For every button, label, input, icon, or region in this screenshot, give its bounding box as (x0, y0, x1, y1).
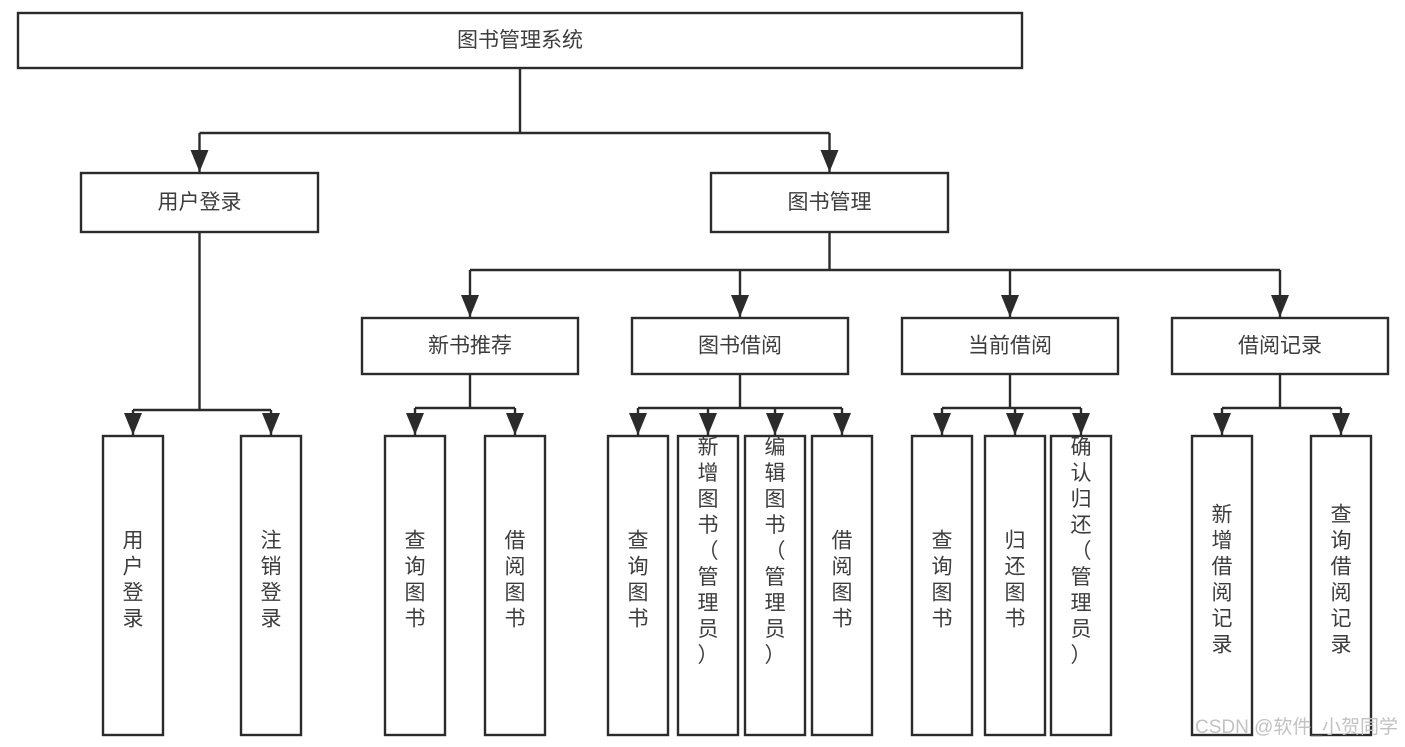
node-leaf-query-record-box[interactable] (1309, 434, 1373, 737)
node-leaf-borrow-book-2[interactable]: 借阅图书 (810, 434, 874, 737)
node-leaf-query-record-label: 查询借阅记录 (1331, 504, 1352, 657)
node-leaf-add-book[interactable]: 新增图书（管理员） (676, 434, 740, 737)
node-leaf-query-book-2[interactable]: 查询图书 (606, 434, 670, 737)
node-root-book-management-system-box[interactable] (16, 11, 1024, 70)
node-leaf-query-book-1-box[interactable] (383, 434, 447, 737)
node-leaf-query-book-3[interactable]: 查询图书 (910, 434, 974, 737)
node-leaf-add-record-label: 新增借阅记录 (1212, 504, 1233, 657)
node-leaf-add-book-box[interactable] (676, 434, 740, 737)
node-leaf-add-book-label: 新增图书（管理员） (698, 436, 719, 667)
node-leaf-confirm-return-label: 确认归还（管理员） (1071, 436, 1092, 667)
node-root-book-management-system[interactable]: 图书管理系统 (16, 11, 1024, 70)
node-root-book-management-system-label: 图书管理系统 (457, 29, 583, 52)
borrow-record-to-leaves-arrowhead-1 (1332, 413, 1350, 435)
node-leaf-return-book[interactable]: 归还图书 (983, 434, 1047, 737)
node-leaf-query-record[interactable]: 查询借阅记录 (1309, 434, 1373, 737)
node-book-borrow-label: 图书借阅 (698, 335, 782, 358)
borrow-record-to-leaves-arrowhead-0 (1213, 413, 1231, 435)
node-current-borrow[interactable]: 当前借阅 (900, 316, 1120, 376)
node-new-book-recommend[interactable]: 新书推荐 (360, 316, 580, 376)
node-boxes-layer: 图书管理系统用户登录图书管理新书推荐图书借阅当前借阅借阅记录用户登录注销登录查询… (16, 11, 1390, 737)
csdn-watermark: CSDN @软件_小贺同学 (1195, 716, 1398, 738)
current-borrow-to-leaves-arrowhead-0 (933, 413, 951, 435)
book-borrow-to-leaves-arrowhead-2 (766, 413, 784, 435)
node-leaf-return-book-box[interactable] (983, 434, 1047, 737)
root-to-level2-arrowhead-1 (820, 150, 839, 172)
node-user-login-box[interactable] (79, 171, 320, 234)
node-leaf-query-book-1[interactable]: 查询图书 (383, 434, 447, 737)
node-user-login[interactable]: 用户登录 (79, 171, 320, 234)
node-leaf-edit-book-label: 编辑图书（管理员） (765, 436, 786, 667)
node-borrow-record[interactable]: 借阅记录 (1170, 316, 1390, 376)
node-leaf-query-book-1-label: 查询图书 (405, 530, 426, 631)
userlogin-to-leaves-arrowhead-0 (124, 413, 142, 435)
node-leaf-add-record[interactable]: 新增借阅记录 (1190, 434, 1254, 737)
bookmgmt-to-level3-arrowhead-3 (1271, 295, 1289, 317)
node-leaf-edit-book-box[interactable] (743, 434, 807, 737)
node-leaf-edit-book[interactable]: 编辑图书（管理员） (743, 434, 807, 737)
node-leaf-query-book-3-box[interactable] (910, 434, 974, 737)
node-leaf-query-book-2-box[interactable] (606, 434, 670, 737)
node-current-borrow-label: 当前借阅 (968, 335, 1052, 358)
node-new-book-recommend-label: 新书推荐 (428, 335, 512, 358)
node-leaf-return-book-label: 归还图书 (1005, 530, 1026, 631)
node-leaf-query-book-3-label: 查询图书 (932, 530, 953, 631)
root-to-level2-arrowhead-0 (190, 150, 209, 172)
current-borrow-to-leaves-arrowhead-1 (1006, 413, 1024, 435)
node-borrow-record-box[interactable] (1170, 316, 1390, 376)
node-leaf-query-book-2-label: 查询图书 (628, 530, 649, 631)
connectors-layer (124, 68, 1350, 435)
node-leaf-borrow-book-1-box[interactable] (483, 434, 547, 737)
node-leaf-logout-label: 注销登录 (261, 530, 282, 631)
userlogin-to-leaves-arrowhead-1 (262, 413, 280, 435)
node-current-borrow-box[interactable] (900, 316, 1120, 376)
node-borrow-record-label: 借阅记录 (1238, 335, 1322, 358)
node-book-management-label: 图书管理 (788, 191, 872, 214)
node-leaf-borrow-book-1-label: 借阅图书 (505, 530, 526, 631)
current-borrow-to-leaves-arrowhead-2 (1072, 413, 1090, 435)
node-leaf-user-login-box[interactable] (101, 434, 165, 737)
node-user-login-label: 用户登录 (158, 191, 242, 214)
node-leaf-logout[interactable]: 注销登录 (239, 434, 303, 737)
node-leaf-add-record-box[interactable] (1190, 434, 1254, 737)
new-book-recommend-to-leaves-arrowhead-1 (506, 413, 524, 435)
book-borrow-to-leaves-arrowhead-1 (699, 413, 717, 435)
node-new-book-recommend-box[interactable] (360, 316, 580, 376)
node-leaf-confirm-return[interactable]: 确认归还（管理员） (1049, 434, 1113, 737)
node-book-management[interactable]: 图书管理 (709, 171, 950, 234)
node-book-management-box[interactable] (709, 171, 950, 234)
node-book-borrow-box[interactable] (630, 316, 850, 376)
node-leaf-borrow-book-2-label: 借阅图书 (832, 530, 853, 631)
node-book-borrow[interactable]: 图书借阅 (630, 316, 850, 376)
node-leaf-confirm-return-box[interactable] (1049, 434, 1113, 737)
book-borrow-to-leaves-arrowhead-3 (833, 413, 851, 435)
new-book-recommend-to-leaves-arrowhead-0 (406, 413, 424, 435)
book-borrow-to-leaves-arrowhead-0 (629, 413, 647, 435)
node-leaf-user-login[interactable]: 用户登录 (101, 434, 165, 737)
node-leaf-borrow-book-1[interactable]: 借阅图书 (483, 434, 547, 737)
bookmgmt-to-level3-arrowhead-0 (461, 295, 479, 317)
bookmgmt-to-level3-arrowhead-1 (731, 295, 749, 317)
node-leaf-logout-box[interactable] (239, 434, 303, 737)
bookmgmt-to-level3-arrowhead-2 (1001, 295, 1019, 317)
node-leaf-user-login-label: 用户登录 (123, 530, 144, 631)
node-leaf-borrow-book-2-box[interactable] (810, 434, 874, 737)
